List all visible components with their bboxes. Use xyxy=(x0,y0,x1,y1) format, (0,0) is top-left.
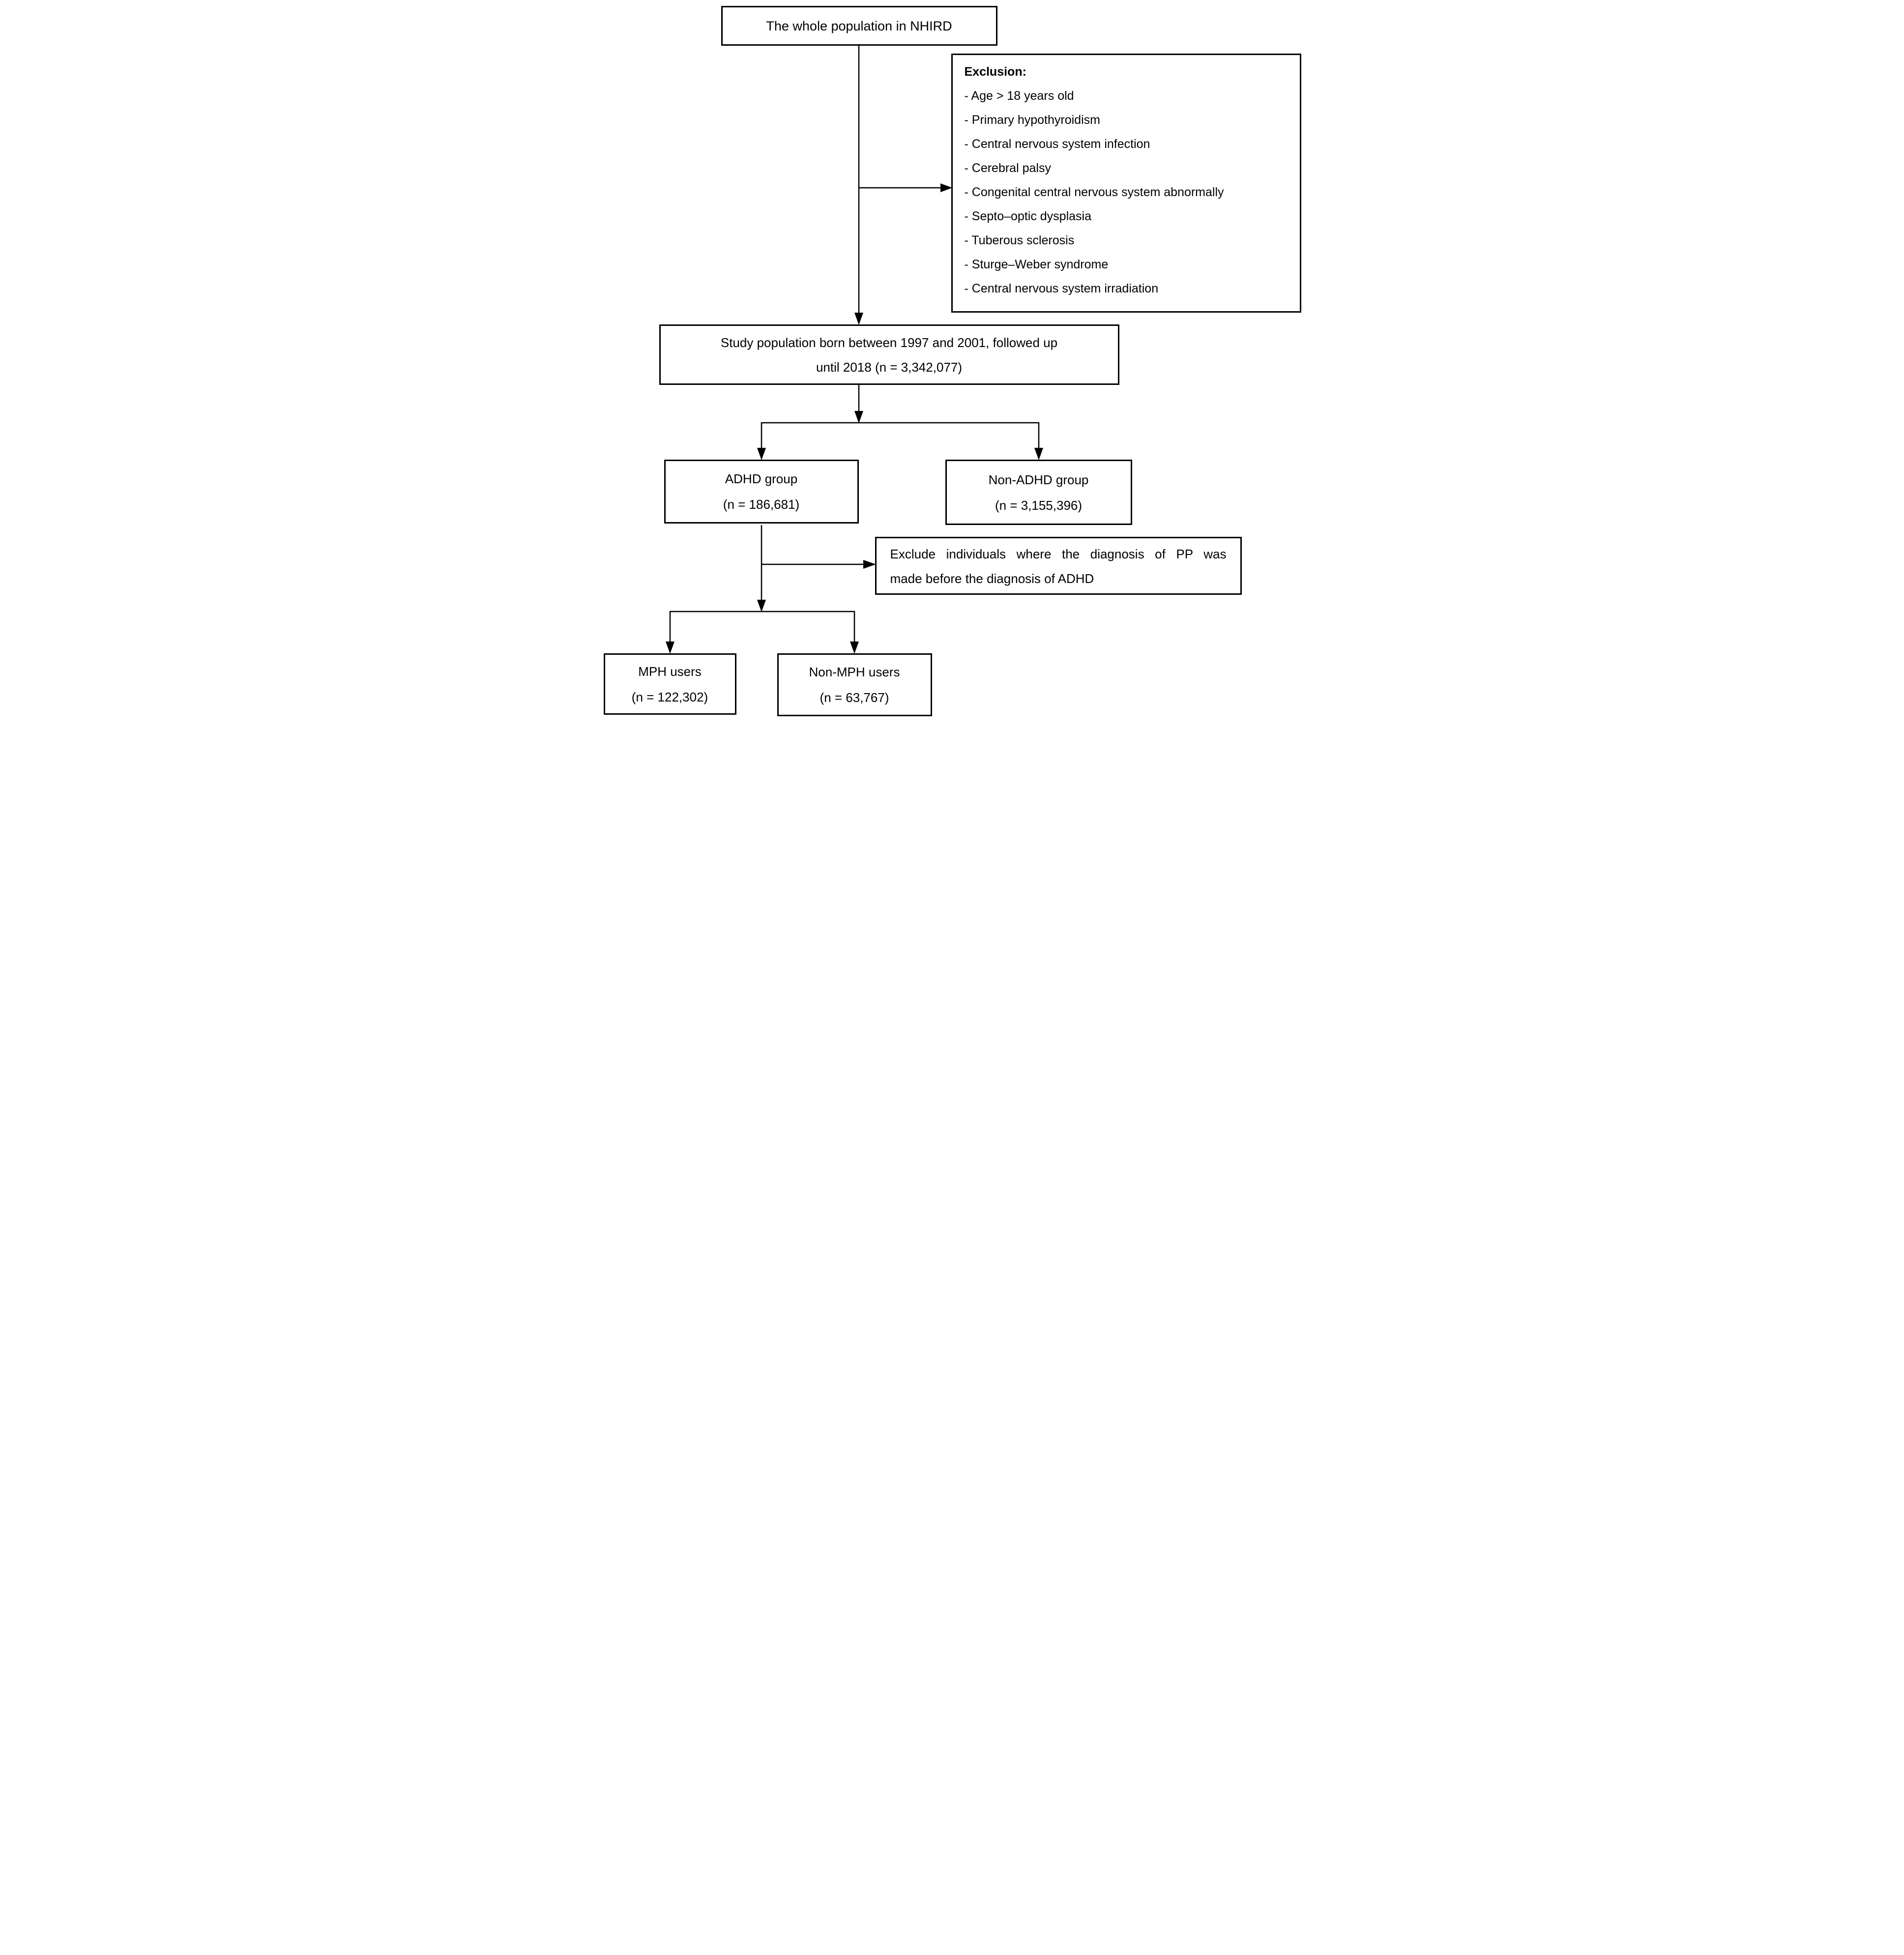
exclusion-item-septo-optic: - Septo–optic dysplasia xyxy=(964,209,1091,223)
flowchart-canvas: The whole population in NHIRD Exclusion:… xyxy=(598,0,1306,728)
study-population-box: Study population born between 1997 and 2… xyxy=(659,324,1119,385)
exclusion-criteria-box: Exclusion: - Age > 18 years old - Primar… xyxy=(951,54,1301,313)
arrowhead-into-split-bar xyxy=(854,411,863,423)
exclude-pp-line2: made before the diagnosis of ADHD xyxy=(890,571,1094,586)
exclude-pp-line1: Exclude individuals where the diagnosis … xyxy=(890,547,1227,561)
arrowhead-into-exclusion-box xyxy=(940,183,952,192)
exclusion-item-cns-infection: - Central nervous system infection xyxy=(964,137,1150,151)
exclusion-item-cerebral-palsy: - Cerebral palsy xyxy=(964,161,1051,175)
mph-users-box: MPH users (n = 122,302) xyxy=(603,653,736,715)
whole-population-box: The whole population in NHIRD xyxy=(721,6,997,46)
exclusion-heading: Exclusion: xyxy=(964,65,1026,79)
non-mph-users-box: Non-MPH users (n = 63,767) xyxy=(777,653,932,716)
non-mph-users-label: Non-MPH users xyxy=(809,665,900,679)
arrowhead-into-adhd-box xyxy=(757,448,766,460)
arrowhead-into-study-box xyxy=(854,313,863,325)
adhd-group-label: ADHD group xyxy=(725,471,798,486)
study-population-line1: Study population born between 1997 and 2… xyxy=(720,335,1058,350)
exclude-pp-box: Exclude individuals where the diagnosis … xyxy=(875,537,1242,595)
exclusion-item-cns-irradiation: - Central nervous system irradiation xyxy=(964,282,1159,295)
arrowhead-into-nonadhd-box xyxy=(1034,448,1043,460)
arrowhead-into-exclude-pp-box xyxy=(863,560,876,569)
whole-population-label: The whole population in NHIRD xyxy=(766,18,952,33)
adhd-group-box: ADHD group (n = 186,681) xyxy=(664,460,859,524)
exclusion-item-sturge-weber: - Sturge–Weber syndrome xyxy=(964,258,1109,271)
study-population-line2: until 2018 (n = 3,342,077) xyxy=(816,359,963,375)
non-mph-users-count: (n = 63,767) xyxy=(820,690,889,705)
mph-users-label: MPH users xyxy=(638,664,702,679)
exclusion-item-hypothyroidism: - Primary hypothyroidism xyxy=(964,113,1100,127)
arrowhead-into-nonmph-box xyxy=(849,642,859,654)
non-adhd-group-box: Non-ADHD group (n = 3,155,396) xyxy=(945,460,1132,525)
exclusion-item-congenital-cns: - Congenital central nervous system abno… xyxy=(964,185,1224,199)
exclusion-item-tuberous-sclerosis: - Tuberous sclerosis xyxy=(964,233,1075,247)
arrowhead-into-mph-box xyxy=(665,642,674,654)
adhd-group-count: (n = 186,681) xyxy=(723,497,800,512)
non-adhd-group-count: (n = 3,155,396) xyxy=(995,497,1083,513)
non-adhd-group-label: Non-ADHD group xyxy=(988,472,1089,487)
arrowhead-into-bottom-split-bar xyxy=(757,600,766,612)
mph-users-count: (n = 122,302) xyxy=(631,689,708,704)
exclusion-item-age: - Age > 18 years old xyxy=(964,89,1074,103)
